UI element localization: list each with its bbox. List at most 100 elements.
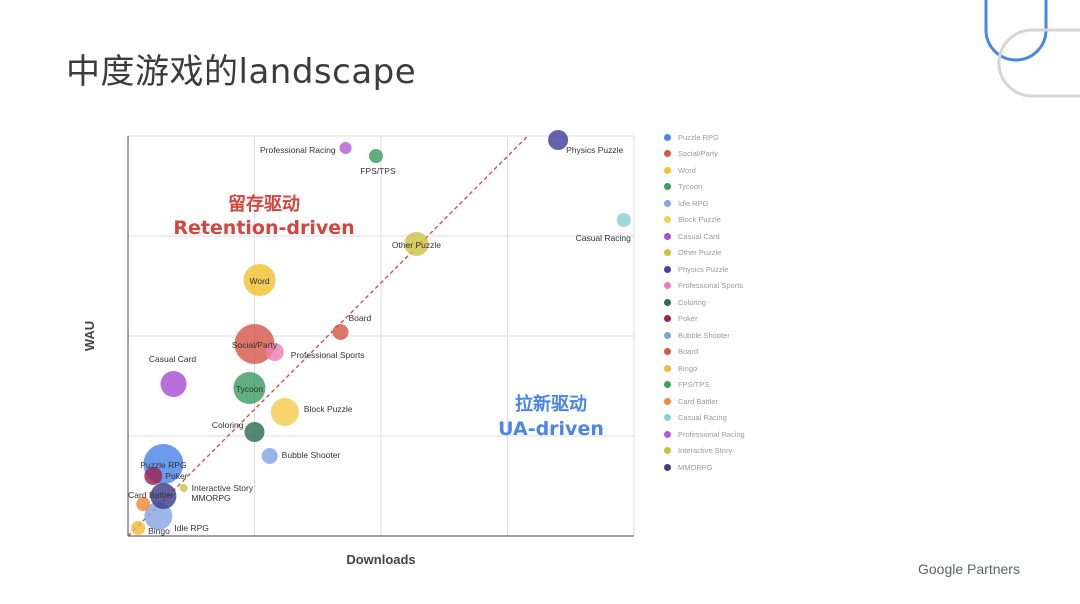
legend-label: Casual Card <box>678 231 720 241</box>
x-axis-label: Downloads <box>346 552 415 567</box>
bubble <box>160 371 187 397</box>
legend-item: Tycoon <box>664 179 745 196</box>
legend-swatch <box>664 430 671 438</box>
legend-swatch <box>664 232 671 240</box>
bubble <box>136 497 151 511</box>
legend-label: Physics Puzzle <box>678 264 729 274</box>
diagonal-dashed-line <box>127 135 529 537</box>
bubble-label: Casual Racing <box>576 233 632 243</box>
bubble <box>243 264 276 296</box>
legend-item: Interactive Story <box>664 443 745 460</box>
legend-label: Casual Racing <box>678 413 727 423</box>
legend-swatch <box>664 150 671 158</box>
bubble <box>404 232 429 256</box>
legend-swatch <box>664 364 671 372</box>
legend-label: Other Puzzle <box>678 248 722 258</box>
bubble-label: Social/Party <box>232 340 278 350</box>
legend-label: Poker <box>678 314 698 324</box>
bubble-label: Other Puzzle <box>392 240 441 250</box>
bubble-label: FPS/TPS <box>360 166 396 176</box>
legend-item: Idle RPG <box>664 195 745 212</box>
legend-item: Social/Party <box>664 146 745 163</box>
legend-item: Bingo <box>664 360 745 377</box>
legend-label: Professional Racing <box>678 429 745 439</box>
bubble-label: Professional Sports <box>291 350 365 360</box>
legend-swatch <box>664 381 671 389</box>
bubble-label: Interactive Story <box>192 483 254 493</box>
legend-swatch <box>664 249 671 257</box>
legend-label: Idle RPG <box>678 198 709 208</box>
legend-swatch <box>664 166 671 174</box>
legend-item: MMORPG <box>664 459 745 476</box>
bubble-label: Professional Racing <box>260 145 336 155</box>
bubble <box>144 502 173 530</box>
bubble-label: MMORPG <box>191 493 230 503</box>
bubble-label: Coloring <box>212 420 244 430</box>
legend-item: Casual Racing <box>664 410 745 427</box>
legend-label: Puzzle RPG <box>678 132 719 142</box>
bubble-label: Casual Card <box>149 354 197 364</box>
bubble <box>368 149 383 163</box>
legend-swatch <box>664 265 671 273</box>
bubble <box>233 372 266 404</box>
bubble-label: Block Puzzle <box>304 404 353 414</box>
legend-swatch <box>664 298 671 306</box>
legend-item: Other Puzzle <box>664 245 745 262</box>
legend-label: Coloring <box>678 297 706 307</box>
legend-item: FPS/TPS <box>664 377 745 394</box>
bubble-label: Card Battler <box>128 490 174 500</box>
bubble <box>339 142 352 154</box>
bubble <box>616 213 631 227</box>
legend-swatch <box>664 199 671 207</box>
brand-logo: Google Partners <box>918 561 1020 577</box>
bubble <box>261 448 278 464</box>
legend-label: Tycoon <box>678 182 703 192</box>
legend-item: Casual Card <box>664 228 745 245</box>
y-axis-label: WAU <box>82 321 97 351</box>
legend-swatch <box>664 331 671 339</box>
legend-item: Professional Sports <box>664 278 745 295</box>
legend-swatch <box>664 397 671 405</box>
bubble <box>144 467 163 485</box>
annotation-subtitle: UA-driven <box>498 418 604 440</box>
legend-item: Professional Racing <box>664 426 745 443</box>
legend-item: Physics Puzzle <box>664 261 745 278</box>
legend-label: Word <box>678 165 696 175</box>
legend-item: Poker <box>664 311 745 328</box>
legend-item: Bubble Shooter <box>664 327 745 344</box>
legend-label: MMORPG <box>678 462 713 472</box>
legend-label: Social/Party <box>678 149 719 159</box>
legend-item: Block Puzzle <box>664 212 745 229</box>
bubble <box>179 484 188 492</box>
bubble <box>270 398 299 426</box>
bubble <box>150 483 177 509</box>
legend-item: Board <box>664 344 745 361</box>
bubble-label: Poker <box>165 471 187 481</box>
bubble-label: Puzzle RPG <box>140 460 186 470</box>
bubble <box>244 422 265 442</box>
bubble-label: Bingo <box>148 526 170 536</box>
legend-label: Interactive Story <box>678 446 733 456</box>
bubble-label: Physics Puzzle <box>566 145 623 155</box>
legend-item: Puzzle RPG <box>664 129 745 146</box>
legend-label: Card Battler <box>678 396 719 406</box>
legend-swatch <box>664 216 671 224</box>
bubble <box>548 130 569 150</box>
legend-swatch <box>664 414 671 422</box>
legend-item: Card Battler <box>664 393 745 410</box>
legend-swatch <box>664 447 671 455</box>
bubble-label: Tycoon <box>236 384 264 394</box>
legend-item: Coloring <box>664 294 745 311</box>
legend-label: Bingo <box>678 363 698 373</box>
bubble-label: Board <box>349 313 372 323</box>
slide-title: 中度游戏的landscape <box>66 52 417 92</box>
legend-label: Block Puzzle <box>678 215 721 225</box>
bubble <box>234 324 275 364</box>
legend-item: Word <box>664 162 745 179</box>
bubble <box>332 324 349 340</box>
legend-swatch <box>664 183 671 191</box>
legend-swatch <box>664 133 671 141</box>
